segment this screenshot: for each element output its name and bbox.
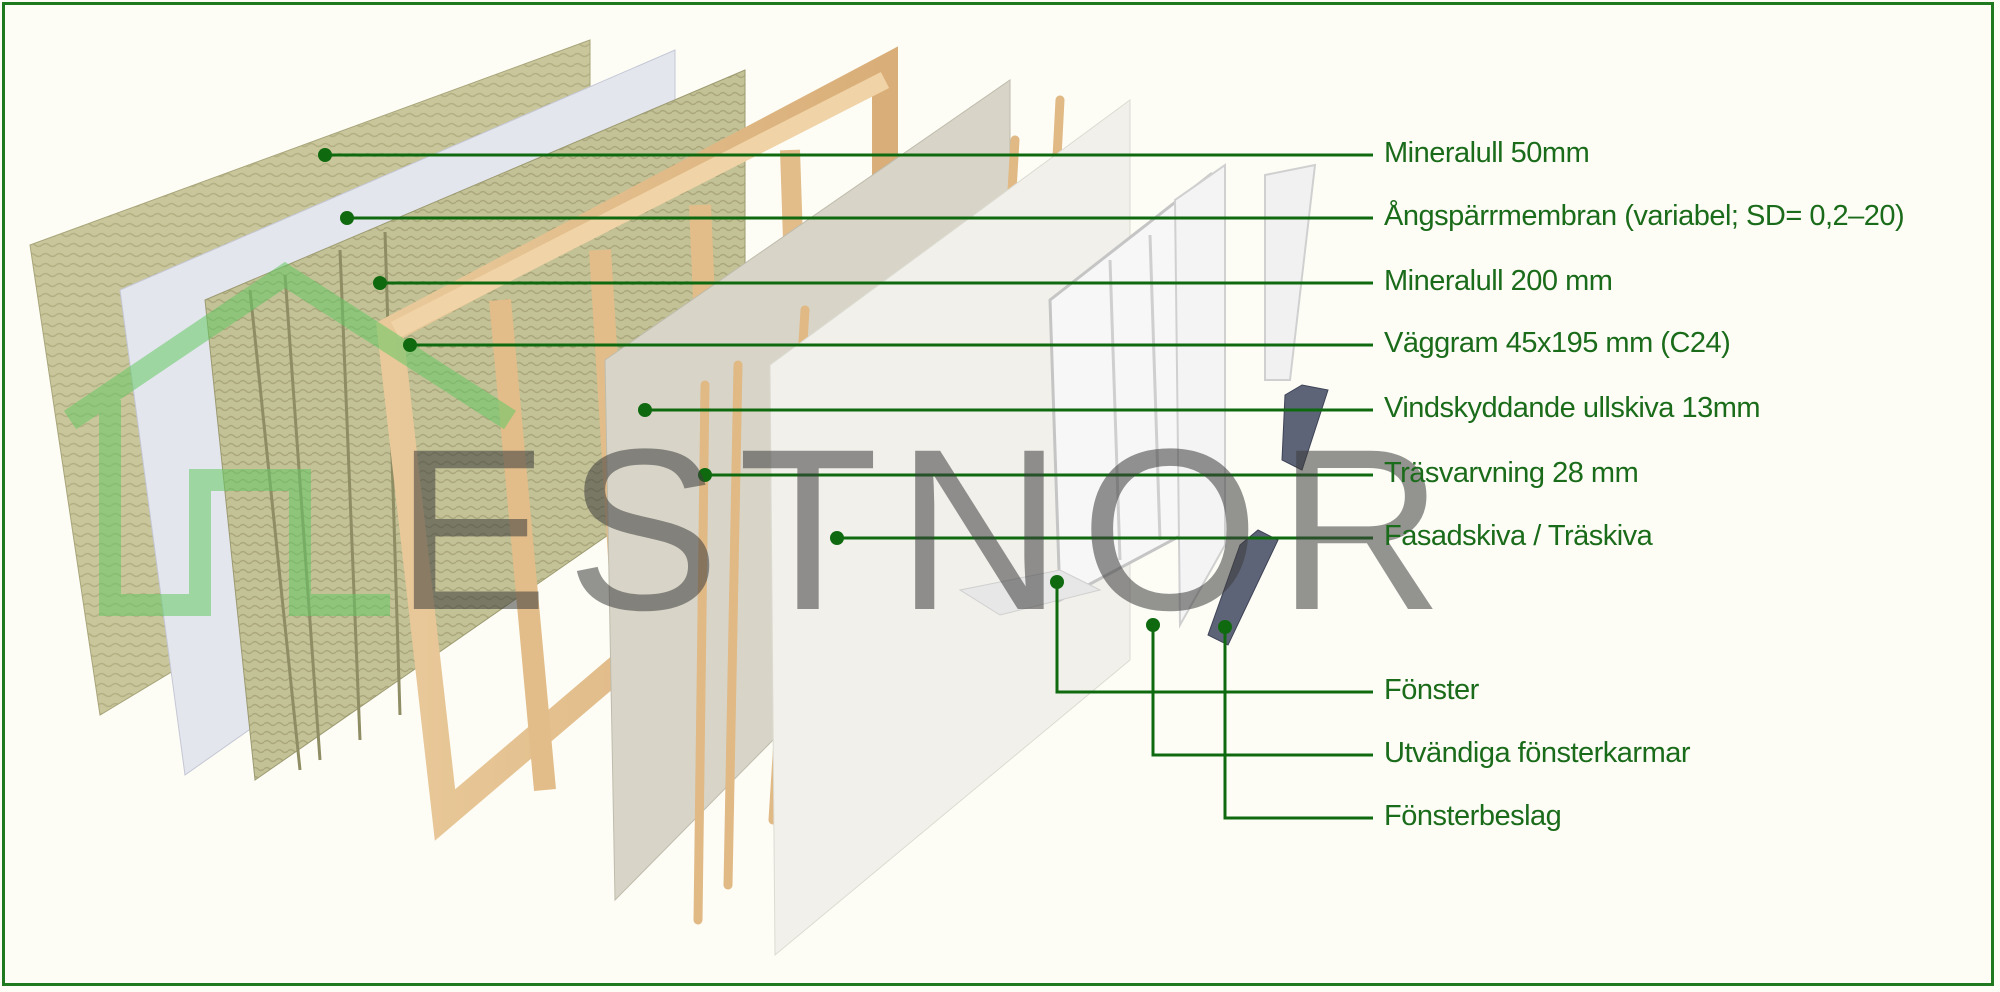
label-fasadskiva: Fasadskiva / Träskiva	[1384, 520, 1653, 552]
label-mineralull-200: Mineralull 200 mm	[1384, 265, 1613, 297]
estnor-watermark: ESTNOR	[395, 401, 1462, 658]
house-outline-icon	[63, 261, 516, 616]
label-fonsterkarmar: Utvändiga fönsterkarmar	[1384, 737, 1691, 769]
label-vindskydd: Vindskyddande ullskiva 13mm	[1384, 392, 1761, 424]
label-fonster: Fönster	[1384, 674, 1479, 706]
facade-board	[769, 99, 1131, 957]
leader-dots	[318, 148, 1232, 634]
window-fittings	[1207, 384, 1329, 646]
label-fonsterbeslag: Fönsterbeslag	[1384, 800, 1562, 832]
leader-lines	[325, 153, 1373, 820]
label-trasvarvning: Träsvarvning 28 mm	[1384, 457, 1639, 489]
label-vaggram: Väggram 45x195 mm (C24)	[1384, 327, 1731, 359]
label-angsparrmembran: Ångspärrmembran (variabel; SD= 0,2–20)	[1384, 200, 1905, 232]
label-mineralull-50: Mineralull 50mm	[1384, 137, 1590, 169]
